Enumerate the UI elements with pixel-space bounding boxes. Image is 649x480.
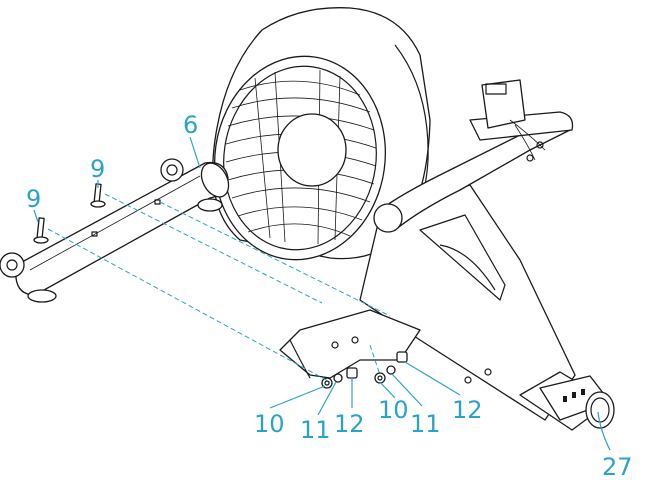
- callout-9-right: 9: [90, 155, 105, 183]
- bolt-left: [34, 218, 48, 243]
- callout-11-right: 11: [410, 410, 441, 438]
- callout-11-left: 11: [300, 416, 331, 444]
- callout-12-left: 12: [334, 410, 365, 438]
- callout-6: 6: [183, 111, 198, 139]
- callout-9-left: 9: [26, 185, 41, 213]
- callout-10-left: 10: [254, 410, 285, 438]
- callout-27: 27: [602, 453, 633, 480]
- callout-12-right: 12: [452, 396, 483, 424]
- front-stabilizer: [0, 158, 234, 302]
- callout-10-right: 10: [378, 396, 409, 424]
